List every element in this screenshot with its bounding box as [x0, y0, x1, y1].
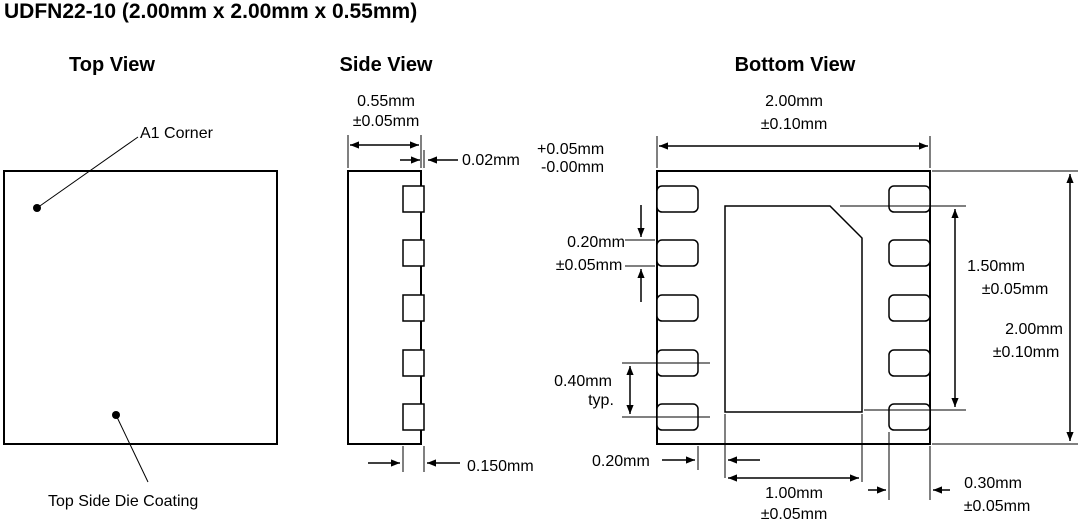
epad-width-tol: ±0.05mm — [761, 506, 828, 522]
standoff-value: 0.02mm — [462, 152, 520, 169]
drawing-title: UDFN22-10 (2.00mm x 2.00mm x 0.55mm) — [4, 0, 417, 23]
thickness-tol: ±0.05mm — [353, 113, 420, 130]
side-lead — [402, 349, 425, 377]
width-value: 2.00mm — [765, 93, 823, 110]
pad-width-tol: ±0.05mm — [556, 257, 623, 274]
pitch-value: 0.40mm — [554, 373, 612, 390]
epad-height-tol: ±0.05mm — [982, 281, 1049, 298]
side-lead — [402, 403, 425, 431]
side-view: 0.55mm ±0.05mm 0.02mm +0.05mm -0.00mm 0.… — [347, 93, 604, 475]
epad-height-value: 1.50mm — [967, 258, 1025, 275]
pitch-note: typ. — [588, 392, 614, 409]
side-lead — [402, 185, 425, 213]
epad-width-value: 1.00mm — [765, 485, 823, 502]
thickness-value: 0.55mm — [357, 93, 415, 110]
height-tol: ±0.10mm — [993, 344, 1060, 361]
top-view-body — [3, 170, 278, 445]
bottom-view-heading: Bottom View — [735, 54, 856, 76]
bottom-pad — [888, 294, 931, 322]
bottom-pad — [656, 185, 699, 213]
pad-length-tol: ±0.05mm — [964, 498, 1031, 515]
coating-leader — [115, 414, 149, 483]
side-view-heading: Side View — [339, 54, 432, 76]
side-lead — [402, 239, 425, 267]
standoff-tol-plus: +0.05mm — [537, 141, 604, 158]
top-view-heading: Top View — [69, 54, 155, 76]
pad-offset-value: 0.20mm — [592, 453, 650, 470]
a1-corner-label: A1 Corner — [140, 125, 214, 142]
top-view: A1 Corner Top Side Die Coating — [3, 125, 278, 510]
width-tol: ±0.10mm — [761, 116, 828, 133]
side-lead — [402, 294, 425, 322]
a1-leader — [36, 136, 139, 209]
lead-width-value: 0.150mm — [467, 458, 534, 475]
standoff-tol-minus: -0.00mm — [541, 159, 604, 176]
height-value: 2.00mm — [1005, 321, 1063, 338]
bottom-pad — [888, 239, 931, 267]
bottom-pad — [888, 185, 931, 213]
bottom-pad — [888, 349, 931, 377]
bottom-view: 2.00mm ±0.10mm 0.20mm ±0.05mm 0.40mm typ… — [554, 93, 1078, 522]
pad-width-value: 0.20mm — [567, 234, 625, 251]
bottom-pad — [656, 294, 699, 322]
die-coating-label: Top Side Die Coating — [48, 493, 198, 510]
exposed-pad — [724, 205, 863, 413]
bottom-pad — [656, 239, 699, 267]
bottom-pad — [888, 403, 931, 431]
pad-length-value: 0.30mm — [964, 475, 1022, 492]
